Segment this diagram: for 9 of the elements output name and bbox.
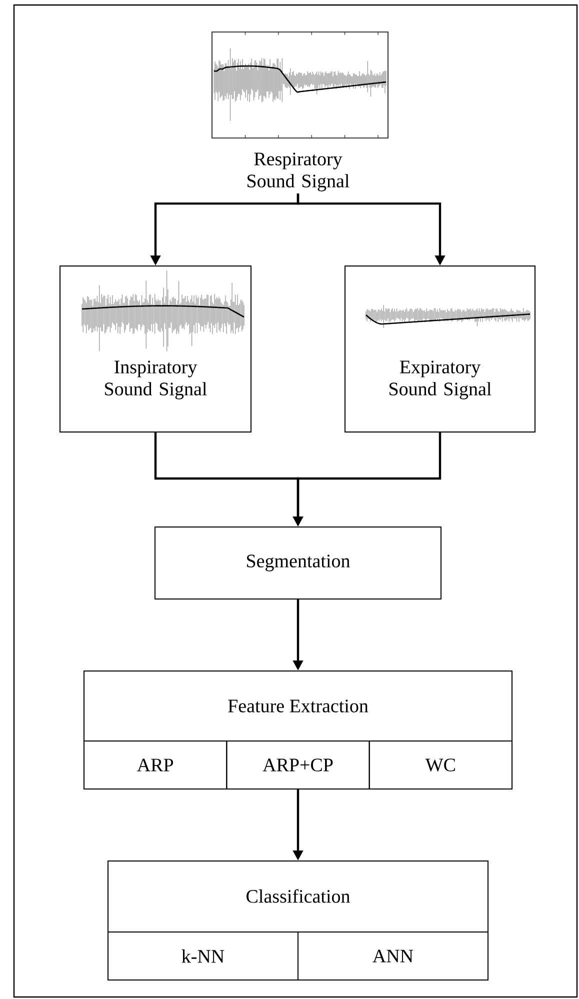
method-cell: ANN bbox=[298, 932, 488, 980]
process-box: Segmentation bbox=[154, 526, 442, 600]
method-cell: ARP bbox=[83, 740, 228, 790]
signal-label: Respiratory Sound Signal bbox=[248, 152, 350, 192]
method-cell: k-NN bbox=[108, 932, 298, 980]
method-cell: ARP+CP bbox=[226, 740, 370, 790]
signal-box: Inspiratory Sound Signal bbox=[60, 266, 252, 432]
method-cell: WC bbox=[368, 740, 513, 790]
signal-box: Expiratory Sound Signal bbox=[344, 266, 536, 432]
